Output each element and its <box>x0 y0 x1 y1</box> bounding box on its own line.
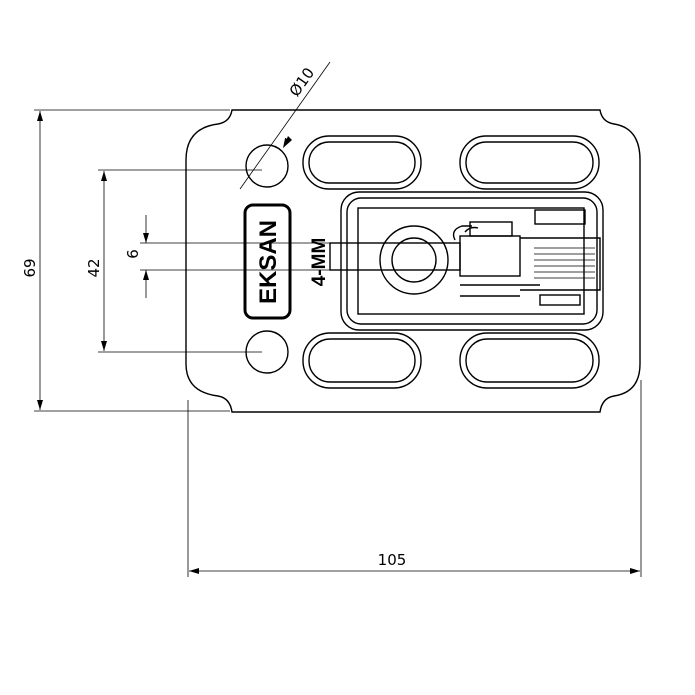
plate-outline <box>185 109 641 413</box>
slot-bottom-right <box>459 332 600 389</box>
dim-text-6: 6 <box>124 249 142 259</box>
dim-text-42: 42 <box>85 258 103 277</box>
dim-text-69: 69 <box>21 258 39 277</box>
brand-text: EKSAN <box>255 220 282 304</box>
terminal-housing <box>329 191 604 331</box>
slot-top-right <box>459 135 600 190</box>
dimension-lines <box>37 61 640 574</box>
slots <box>302 135 600 389</box>
slot-top-left <box>302 135 422 190</box>
brand-badge <box>243 203 292 320</box>
size-text: 4-MM <box>309 238 330 287</box>
slot-bottom-left <box>302 332 422 389</box>
leader-diameter <box>239 61 331 190</box>
extension-lines <box>34 109 642 577</box>
dim-text-diameter: Ø10 <box>286 64 318 100</box>
mounting-hole-top <box>245 144 289 188</box>
dim-text-105: 105 <box>378 551 407 569</box>
